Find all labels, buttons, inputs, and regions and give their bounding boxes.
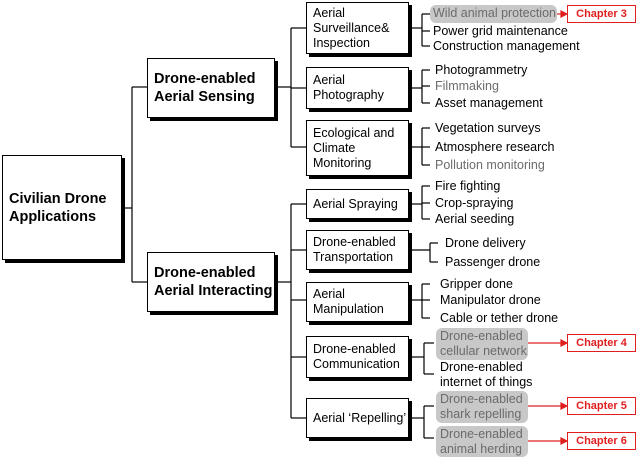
category-label: Drone-enabled [313, 342, 396, 356]
category-aerial-manipulation: Aerial Manipulation [306, 282, 409, 322]
leaf-asset-management: Asset management [435, 96, 543, 110]
category-label: Drone-enabled [313, 235, 396, 249]
leaf-line: internet of things [440, 375, 533, 389]
aerial-sensing-line-1: Drone-enabled [154, 71, 256, 87]
leaf-passenger-drone: Passenger drone [445, 255, 541, 269]
leaf-line: Drone-enabled [440, 360, 523, 374]
category-label: Aerial [313, 287, 345, 301]
leaf-internet-of-things: Drone-enabled internet of things [440, 360, 532, 390]
leaf-pollution-monitoring: Pollution monitoring [435, 158, 545, 172]
leaf-crop-spraying: Crop-spraying [435, 196, 514, 210]
chapter-3-label: Chapter 3 [567, 5, 636, 23]
leaf-power-grid: Power grid maintenance [433, 24, 568, 38]
root-line-1: Civilian Drone [9, 190, 107, 207]
category-label: Transportation [313, 250, 394, 264]
leaf-wild-animal-protection: Wild animal protection [433, 6, 556, 20]
category-ecological-monitoring: Ecological and Climate Monitoring [306, 120, 409, 176]
highlight-cellular-network [436, 328, 528, 360]
leaf-drone-delivery: Drone delivery [445, 236, 526, 250]
category-label: Climate [313, 140, 356, 155]
category-label: Manipulation [313, 302, 384, 316]
category-label: Surveillance& [313, 20, 390, 35]
chapter-6-label: Chapter 6 [567, 432, 636, 450]
category-label: Aerial [313, 5, 345, 20]
category-label: Aerial ‘Repelling’ [313, 410, 407, 425]
highlight-wild-animal [430, 5, 557, 23]
leaf-cable-tether-drone: Cable or tether drone [440, 311, 559, 325]
category-aerial-repelling: Aerial ‘Repelling’ [306, 398, 409, 438]
aerial-sensing-line-2: Aerial Sensing [154, 89, 255, 105]
chapter-5-label: Chapter 5 [567, 397, 636, 415]
aerial-interacting-node: Drone-enabled Aerial Interacting [147, 252, 275, 312]
category-aerial-spraying: Aerial Spraying [306, 189, 409, 219]
aerial-sensing-node: Drone-enabled Aerial Sensing [147, 58, 275, 118]
highlight-animal-herding [436, 426, 528, 457]
leaf-manipulator-drone: Manipulator drone [440, 293, 541, 307]
category-label: Communication [313, 357, 400, 371]
leaf-vegetation-surveys: Vegetation surveys [435, 121, 541, 135]
aerial-interacting-line-2: Aerial Interacting [154, 283, 273, 299]
category-label: Ecological and [313, 125, 395, 140]
leaf-cellular-network: Drone-enabled cellular network [440, 329, 527, 359]
category-label: Aerial Spraying [313, 196, 398, 211]
category-label: Photography [313, 88, 384, 102]
category-communication: Drone-enabled Communication [306, 336, 409, 378]
category-label: Inspection [313, 35, 370, 50]
leaf-photogrammetry: Photogrammetry [435, 63, 528, 77]
leaf-line: Drone-enabled [440, 427, 523, 441]
leaf-shark-repelling: Drone-enabled shark repelling [440, 392, 523, 422]
leaf-line: animal herding [440, 442, 522, 456]
leaf-line: shark repelling [440, 407, 522, 421]
category-surveillance-inspection: Aerial Surveillance& Inspection [306, 2, 409, 54]
leaf-fire-fighting: Fire fighting [435, 179, 501, 193]
chapter-4-label: Chapter 4 [567, 334, 636, 352]
leaf-gripper-drone: Gripper done [440, 277, 513, 291]
aerial-interacting-line-1: Drone-enabled [154, 265, 256, 281]
leaf-construction: Construction management [433, 39, 580, 53]
root-line-2: Applications [9, 208, 97, 225]
leaf-animal-herding: Drone-enabled animal herding [440, 427, 523, 457]
highlight-shark-repelling [436, 391, 528, 423]
leaf-filmmaking: Filmmaking [435, 79, 499, 93]
leaf-aerial-seeding: Aerial seeding [435, 212, 515, 226]
category-transportation: Drone-enabled Transportation [306, 230, 409, 270]
leaf-atmosphere-research: Atmosphere research [435, 140, 555, 154]
category-aerial-photography: Aerial Photography [306, 67, 409, 109]
category-label: Aerial [313, 73, 345, 87]
leaf-line: Drone-enabled [440, 329, 523, 343]
leaf-line: Drone-enabled [440, 392, 523, 406]
root-node: Civilian Drone Applications [2, 155, 122, 260]
leaf-line: cellular network [440, 344, 527, 358]
category-label: Monitoring [313, 155, 372, 170]
